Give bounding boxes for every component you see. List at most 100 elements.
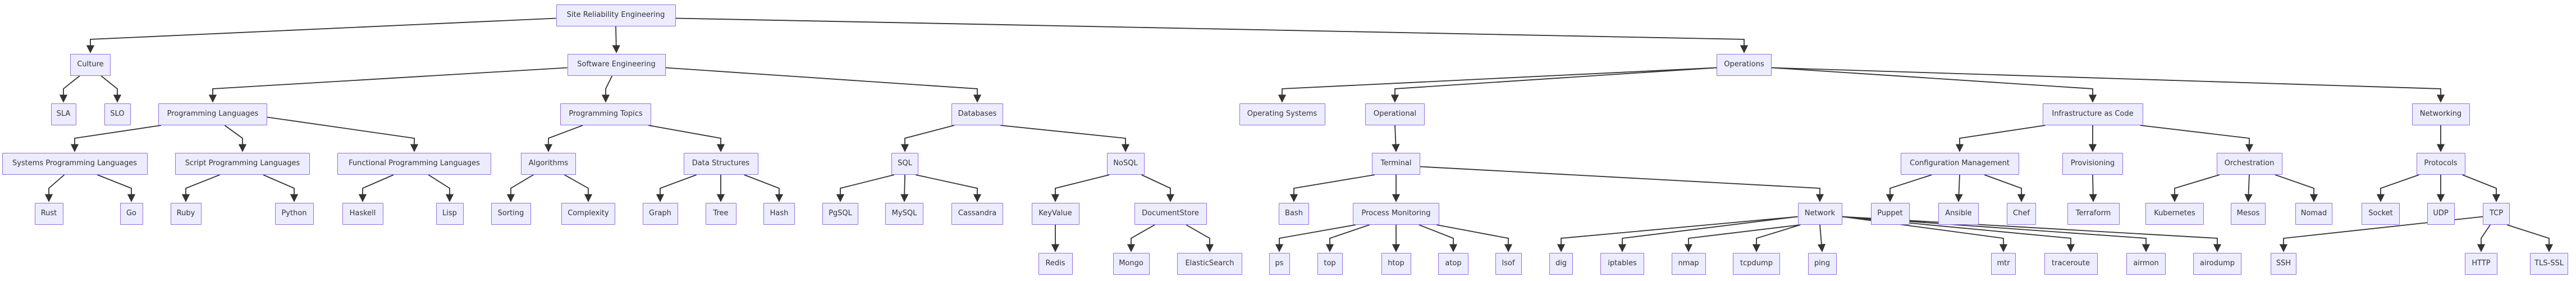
node-airmon: airmon [2126,253,2166,275]
edge-culture-to-sla [59,75,80,103]
edge-fpl-to-haskell [358,174,394,202]
edge-spl-to-go [97,174,136,202]
edge-tcp-to-ssh [2279,216,2483,252]
edge-network-to-tcpdump [1752,224,1801,252]
edge-network-to-dig [1557,216,1798,252]
edge-network-to-nmap [1684,224,1801,252]
edge-operational-to-terminal [1392,125,1400,152]
edge-terminal-to-network [1420,166,1824,202]
edge-cm-to-chef [1984,174,2026,202]
edge-network-to-traceroute [1842,216,2075,252]
edge-pt-to-algo [544,125,583,152]
edge-se-to-pt [601,75,613,103]
node-pt: Programming Topics [560,103,651,125]
edge-ds-to-hash [744,174,784,202]
node-nmap: nmap [1671,253,1706,275]
node-htop: htop [1381,253,1411,275]
node-atop: atop [1438,253,1468,275]
edge-pl-to-spl [70,125,162,152]
edge-se-to-db [665,67,982,103]
node-kubernetes: Kubernetes [2145,203,2204,225]
edge-orch-to-kubernetes [2170,174,2220,202]
node-se: Software Engineering [567,54,666,76]
node-mysql: MySQL [885,203,923,225]
node-nomad: Nomad [2295,203,2332,225]
node-mtr: mtr [1991,253,2016,275]
edge-db-to-sql [900,125,955,152]
edge-db-to-nosql [1000,125,1130,152]
edge-pt-to-ds [648,125,725,152]
node-cassandra: Cassandra [951,203,1003,225]
edge-terminal-to-bash [1289,174,1375,202]
node-ansible: Ansible [1938,203,1979,225]
node-terraform: Terraform [2067,203,2120,225]
node-ds: Data Structures [683,153,758,175]
edge-ops-to-networking [1771,67,2445,103]
node-sla: SLA [51,103,76,125]
node-cm: Configuration Management [1900,153,2019,175]
edge-sql-to-cassandra [915,174,982,202]
edges-group [44,17,2554,252]
node-pl: Programming Languages [158,103,267,125]
edge-tcp-to-tlsssl [2506,224,2554,252]
edge-pm-to-atop [1419,224,1458,252]
node-http: HTTP [2465,253,2497,275]
node-terminal: Terminal [1372,153,1420,175]
node-spl: Systems Programming Languages [2,153,148,175]
node-puppet: Puppet [1870,203,1910,225]
node-sql: SQL [891,153,918,175]
node-socket: Socket [2362,203,2400,225]
node-tcp: TCP [2483,203,2510,225]
node-sre: Site Reliability Engineering [556,4,676,26]
node-bash: Bash [1279,203,1309,225]
node-os: Operating Systems [1239,103,1325,125]
edge-network-to-iptables [1618,216,1798,252]
node-networking: Networking [2412,103,2470,125]
edge-scpl-to-ruby [181,174,220,202]
node-slo: SLO [104,103,131,125]
node-tcpdump: tcpdump [1733,253,1780,275]
edge-pl-to-fpl [267,116,419,152]
node-lsof: lsof [1495,253,1522,275]
node-pgsql: PgSQL [822,203,858,225]
node-tree: Tree [705,203,736,225]
edge-cm-to-puppet [1886,174,1932,202]
node-ops: Operations [1717,54,1772,76]
node-scpl: Script Programming Languages [175,153,310,175]
edge-sql-to-pgsql [836,174,895,202]
node-elastic: ElasticSearch [1177,253,1242,275]
node-keyvalue: KeyValue [1031,203,1079,225]
node-top: top [1317,253,1343,275]
node-prov: Provisioning [2062,153,2123,175]
edge-cm-to-ansible [1955,174,1963,202]
node-pm: Process Monitoring [1353,203,1439,225]
edge-iac-to-cm [1955,125,2046,152]
edge-scpl-to-python [263,174,299,202]
edge-ops-to-os [1278,67,1717,103]
edge-pm-to-ps [1275,224,1356,252]
edge-iac-to-orch [2140,125,2254,152]
node-orch: Orchestration [2216,153,2282,175]
node-docstore: DocumentStore [1134,203,1207,225]
edge-ds-to-graph [656,174,697,202]
node-operational: Operational [1365,103,1425,125]
node-culture: Culture [70,54,111,76]
edge-nosql-to-keyvalue [1051,174,1110,202]
node-network: Network [1797,203,1842,225]
node-ruby: Ruby [170,203,202,225]
edge-culture-to-slo [100,75,122,103]
edge-ops-to-operational [1390,67,1717,103]
edge-docstore-to-mongo [1127,224,1155,252]
edge-pm-to-lsof [1436,224,1513,252]
node-mesos: Mesos [2231,203,2266,225]
edge-ops-to-iac [1771,67,2097,103]
edge-pl-to-scpl [224,125,247,152]
node-tlsssl: TLS-SSL [2530,253,2568,275]
node-db: Databases [951,103,1003,125]
node-lisp: Lisp [436,203,464,225]
node-iptables: iptables [1600,253,1644,275]
edge-orch-to-nomad [2275,174,2318,202]
edge-docstore-to-elastic [1186,224,1214,252]
edge-algo-to-complexity [564,174,593,202]
